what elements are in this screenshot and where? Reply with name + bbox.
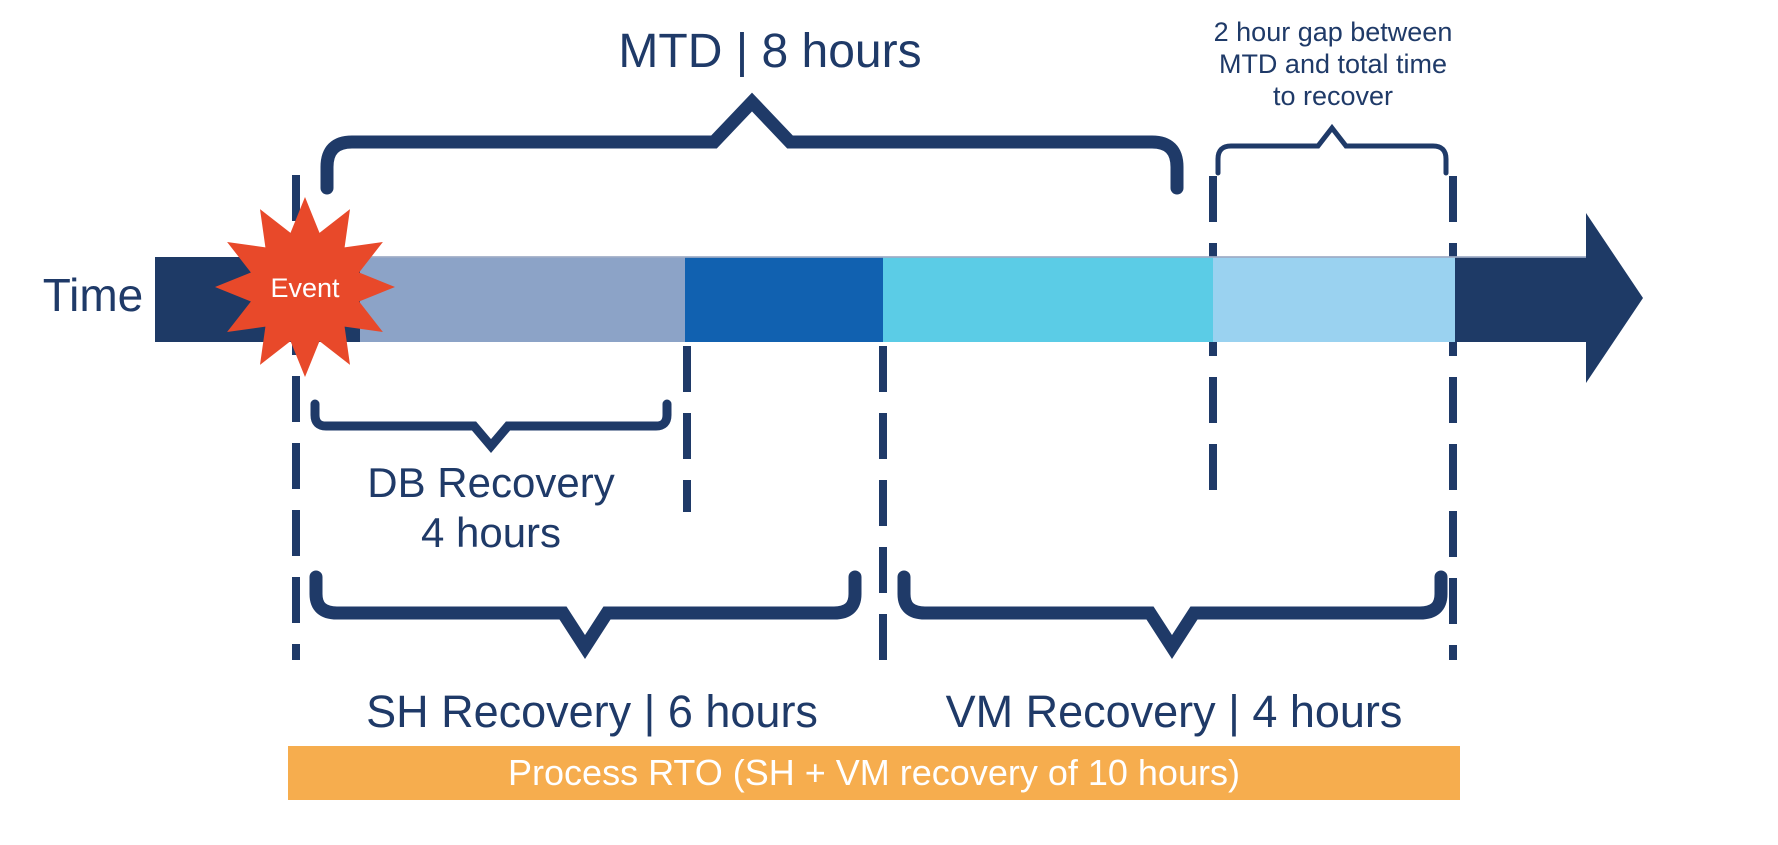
db-recovery-brace-icon bbox=[310, 399, 672, 453]
time-axis-label: Time bbox=[42, 269, 144, 321]
event-label: Event bbox=[270, 273, 340, 303]
segment-gap-after-mtd bbox=[1213, 257, 1455, 342]
gap-note-line2: MTD and total time bbox=[1218, 49, 1448, 79]
sh-recovery-label: SH Recovery | 6 hours bbox=[366, 686, 818, 737]
sh-recovery-brace-icon bbox=[309, 570, 862, 659]
gap-note: 2 hour gap between MTD and total time to… bbox=[1133, 16, 1533, 112]
process-rto-banner-label: Process RTO (SH + VM recovery of 10 hour… bbox=[508, 752, 1240, 793]
db-recovery-label-line2: 4 hours bbox=[420, 509, 562, 556]
bar-top-edge-line bbox=[360, 255, 1588, 258]
process-rto-banner: Process RTO (SH + VM recovery of 10 hour… bbox=[288, 746, 1460, 800]
mtd-brace-icon bbox=[320, 92, 1184, 195]
segment-vm-recovery-mtd bbox=[883, 257, 1213, 342]
timeline-arrowhead-icon bbox=[1586, 213, 1643, 383]
gap-brace-icon bbox=[1215, 123, 1449, 176]
db-recovery-label-line1: DB Recovery bbox=[367, 459, 615, 506]
gap-note-line1: 2 hour gap between bbox=[1213, 17, 1453, 47]
gap-note-line3: to recover bbox=[1272, 81, 1394, 111]
vm-recovery-label: VM Recovery | 4 hours bbox=[945, 686, 1403, 737]
db-recovery-label: DB Recovery 4 hours bbox=[291, 458, 691, 558]
segment-sh-recovery-rest bbox=[685, 257, 883, 342]
segment-db-recovery bbox=[360, 257, 685, 342]
vm-recovery-brace-icon bbox=[897, 570, 1448, 659]
mtd-label: MTD | 8 hours bbox=[618, 25, 922, 78]
segment-post-recovery bbox=[1455, 257, 1590, 342]
